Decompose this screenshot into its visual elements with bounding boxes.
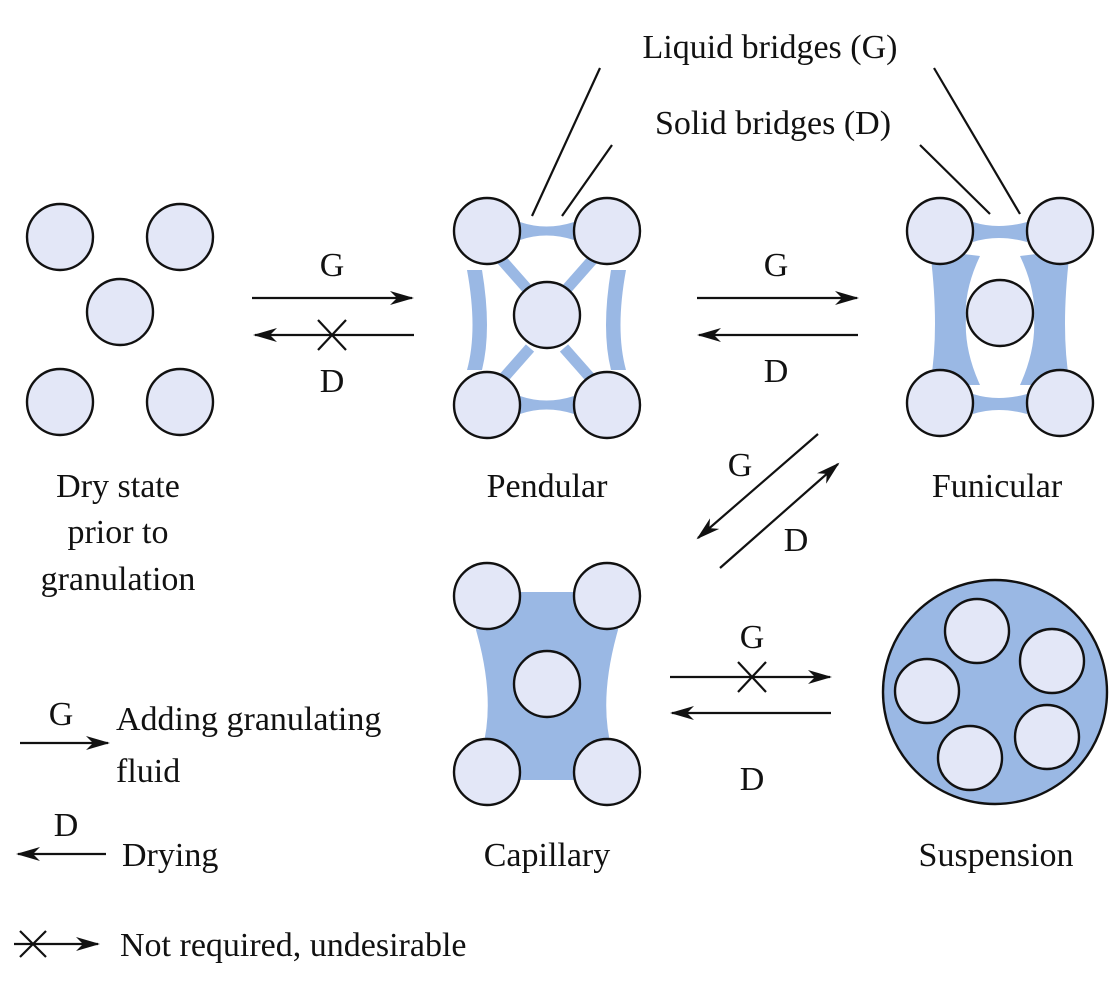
particle <box>454 739 520 805</box>
arrow-dry-to-pendular: G <box>252 247 412 298</box>
particle <box>1027 370 1093 436</box>
pendular-state <box>454 198 640 438</box>
particle <box>907 370 973 436</box>
particle <box>1015 705 1079 769</box>
legend-adding-label-line2: fluid <box>116 753 180 790</box>
legend-d-symbol: D <box>54 807 79 844</box>
legend-not-required-label: Not required, undesirable <box>120 927 467 964</box>
funicular-state <box>907 198 1093 436</box>
capillary-state <box>454 563 640 805</box>
legend-undesirable: Not required, undesirable <box>14 927 467 964</box>
legend: G Adding granulating fluid D Drying Not … <box>14 696 467 964</box>
arrow-d-label: D <box>784 522 809 559</box>
legend-adding-fluid: G Adding granulating fluid <box>20 696 381 790</box>
arrow-g-label: G <box>320 247 345 284</box>
arrow-g-label: G <box>764 247 789 284</box>
pendular-label: Pendular <box>487 468 609 505</box>
particle <box>574 739 640 805</box>
particle <box>514 651 580 717</box>
suspension-label: Suspension <box>919 837 1074 874</box>
particle <box>87 279 153 345</box>
arrow-g-label: G <box>728 447 753 484</box>
particle <box>27 369 93 435</box>
arrow-pendular-to-funicular: G <box>697 247 857 298</box>
particle <box>945 599 1009 663</box>
arrow-suspension-to-capillary: D <box>672 713 831 798</box>
legend-drying: D Drying <box>18 807 218 874</box>
particle <box>574 198 640 264</box>
legend-g-symbol: G <box>49 696 74 733</box>
suspension-state <box>883 580 1107 804</box>
dry-state-particles <box>27 204 213 435</box>
liquid-bridges-callout: Liquid bridges (G) <box>643 29 898 66</box>
particle <box>895 659 959 723</box>
arrow-d-label: D <box>740 761 765 798</box>
legend-drying-label: Drying <box>122 837 218 874</box>
particle <box>147 369 213 435</box>
funicular-label: Funicular <box>932 468 1063 505</box>
legend-adding-label-line1: Adding granulating <box>116 701 381 738</box>
arrow-funicular-to-pendular: D <box>699 335 858 390</box>
particle <box>514 282 580 348</box>
arrow-pendular-to-dry-undesirable: D <box>255 320 414 400</box>
dry-state-label-line2: prior to <box>67 514 168 551</box>
particle <box>27 204 93 270</box>
arrow-d-label: D <box>320 363 345 400</box>
particle <box>938 726 1002 790</box>
particle <box>1020 629 1084 693</box>
particle <box>1027 198 1093 264</box>
particle <box>574 372 640 438</box>
dry-state-label-line3: granulation <box>41 561 196 598</box>
capillary-label: Capillary <box>484 837 611 874</box>
callout-leader-lines <box>532 68 1020 216</box>
particle <box>907 198 973 264</box>
arrow-d-label: D <box>764 353 789 390</box>
particle <box>147 204 213 270</box>
particle <box>454 372 520 438</box>
dry-state-label-line1: Dry state <box>56 468 180 505</box>
particle <box>967 280 1033 346</box>
particle <box>574 563 640 629</box>
arrow-capillary-to-suspension-undesirable: G <box>670 619 830 692</box>
solid-bridges-callout: Solid bridges (D) <box>655 105 891 142</box>
arrow-g-label: G <box>740 619 765 656</box>
particle <box>454 563 520 629</box>
particle <box>454 198 520 264</box>
